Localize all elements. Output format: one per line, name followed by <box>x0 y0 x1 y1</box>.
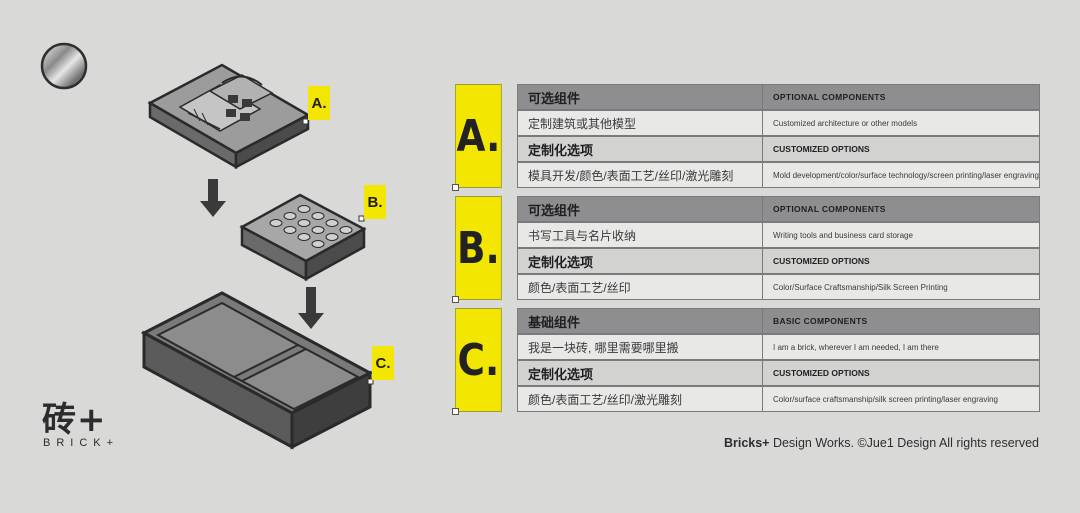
component-c-box <box>140 291 374 450</box>
footer-credit: Bricks+ Design Works. ©Jue1 Design All r… <box>724 436 1039 450</box>
component-a-model <box>147 63 311 170</box>
block-letter: B. <box>455 196 502 300</box>
metal-disc-icon <box>40 42 88 90</box>
exploded-product-illustration <box>140 63 374 450</box>
footer-text: Design Works. ©Jue1 Design All rights re… <box>769 436 1039 450</box>
component-b-tray <box>239 193 367 282</box>
arrow-down-icon <box>298 287 324 329</box>
tag-b: B. <box>364 185 386 219</box>
arrow-down-icon <box>200 179 226 217</box>
footer-brand: Bricks+ <box>723 436 770 450</box>
tag-a: A. <box>308 86 330 120</box>
block-letter: A. <box>455 84 502 188</box>
brand-name-en: BRICK+ <box>43 437 120 449</box>
block-letter: C. <box>455 308 502 412</box>
brand-name-cn: 砖+ <box>42 400 107 440</box>
tag-c: C. <box>372 346 394 380</box>
